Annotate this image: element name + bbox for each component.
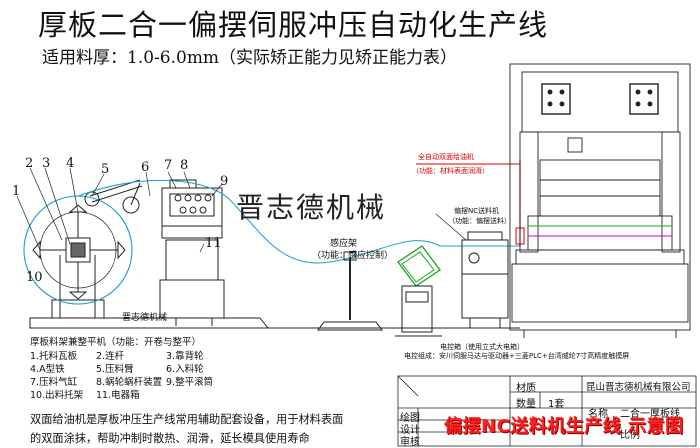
brand-watermark: 晋志德机械 <box>236 191 387 224</box>
oiler-title: 全自动双面给油机 <box>418 153 474 161</box>
parts-list-item: 4.A型铁 <box>30 364 65 375</box>
parts-list-item: 9.整平滚筒 <box>166 377 214 388</box>
strip-path <box>77 179 520 264</box>
title-block-row-reviewer: 审核 <box>400 437 420 448</box>
nc-feeder-title: 偏摆NC送料机 <box>454 207 500 215</box>
footer-note-line: 的双面涂抹，帮助冲制时散热、润滑，延长模具使用寿命 <box>30 432 310 445</box>
callout-4: 4 <box>66 156 75 171</box>
parts-list-item: 2.连杆 <box>96 351 125 362</box>
title-block-scale-label: 比例 <box>620 430 640 441</box>
control-box-composition: 电控组成：安川伺服马达与驱动器+三菱PLC+台湾威纶7寸高精度触摸屏 <box>404 352 630 360</box>
oiler-function: （功能：材料表面润滑） <box>412 167 489 175</box>
footer-note-line: 双面给油机是厚板冲压生产线常用辅助配套设备，用于材料表面 <box>30 413 344 426</box>
uncoiler-caption: 厚板料架兼整平机（功能：开卷与整平） <box>30 337 202 348</box>
callout-3: 3 <box>42 156 51 171</box>
page-title: 厚板二合一偏摆伺服冲压自动化生产线 <box>38 8 549 42</box>
callout-1: 1 <box>12 184 21 199</box>
sensor-rack-title: 感应架 <box>330 239 358 249</box>
callout-leaders <box>16 167 467 253</box>
press-arm <box>84 179 143 214</box>
title-block-material-label: 材质 <box>516 383 536 394</box>
callout-10: 10 <box>26 270 43 285</box>
callout-9: 9 <box>220 174 229 189</box>
parts-list-item: 8.蜗轮蜗杆装置 <box>96 377 163 388</box>
title-block-row-drawer: 绘图 <box>400 413 420 424</box>
title-block-quantity-label: 数量 <box>516 399 536 410</box>
control-box-title: 电控箱（使用立式大电箱） <box>440 343 524 351</box>
callout-11: 11 <box>205 236 222 251</box>
parts-list-item: 1.托料瓦板 <box>30 351 78 362</box>
callout-7: 7 <box>164 158 173 173</box>
title-block-company: 昆山晋志德机械有限公司 <box>586 382 691 393</box>
sensor-icon <box>317 251 383 331</box>
parts-list-item: 11.电器箱 <box>96 390 140 401</box>
nc-feeder-function: （功能：偏摆送料） <box>448 217 511 225</box>
feeder-icon <box>461 231 509 329</box>
parts-list-item: 3.靠背轮 <box>166 351 204 362</box>
footer-note: 双面给油机是厚板冲压生产线常用辅助配套设备，用于材料表面 的双面涂抹，帮助冲制时… <box>30 410 343 448</box>
title-block-quantity-value: 1套 <box>548 399 565 410</box>
title-block-row-designer: 设计 <box>400 425 420 436</box>
control-box-icon <box>395 245 442 337</box>
sensor-rack-function: （功能：感应控制） <box>312 251 394 261</box>
callout-2: 2 <box>25 156 34 171</box>
callout-5: 5 <box>101 162 110 177</box>
title-block-name-value: 二合一厚板线 <box>620 409 680 420</box>
press-icon <box>509 63 691 338</box>
parts-list-item: 6.入料轮 <box>166 364 204 375</box>
parts-list-item: 5.压料臂 <box>96 364 134 375</box>
leveler-icon <box>159 179 225 326</box>
callout-8: 8 <box>180 158 189 173</box>
title-block-grid <box>397 375 697 447</box>
diagram-banner: 偏摆NC送料机生产线 示意图 <box>444 416 684 437</box>
callout-6: 6 <box>141 160 150 175</box>
base-brand: 晋志德机械 <box>122 313 168 323</box>
page-subtitle: 适用料厚：1.0-6.0mm（实际矫正能力见矫正能力表） <box>42 48 458 68</box>
coil-icon <box>23 195 133 305</box>
parts-list-item: 10.出料托架 <box>30 390 84 401</box>
parts-list-item: 7.压料气缸 <box>30 377 78 388</box>
title-block-name-label: 名称 <box>588 409 608 420</box>
